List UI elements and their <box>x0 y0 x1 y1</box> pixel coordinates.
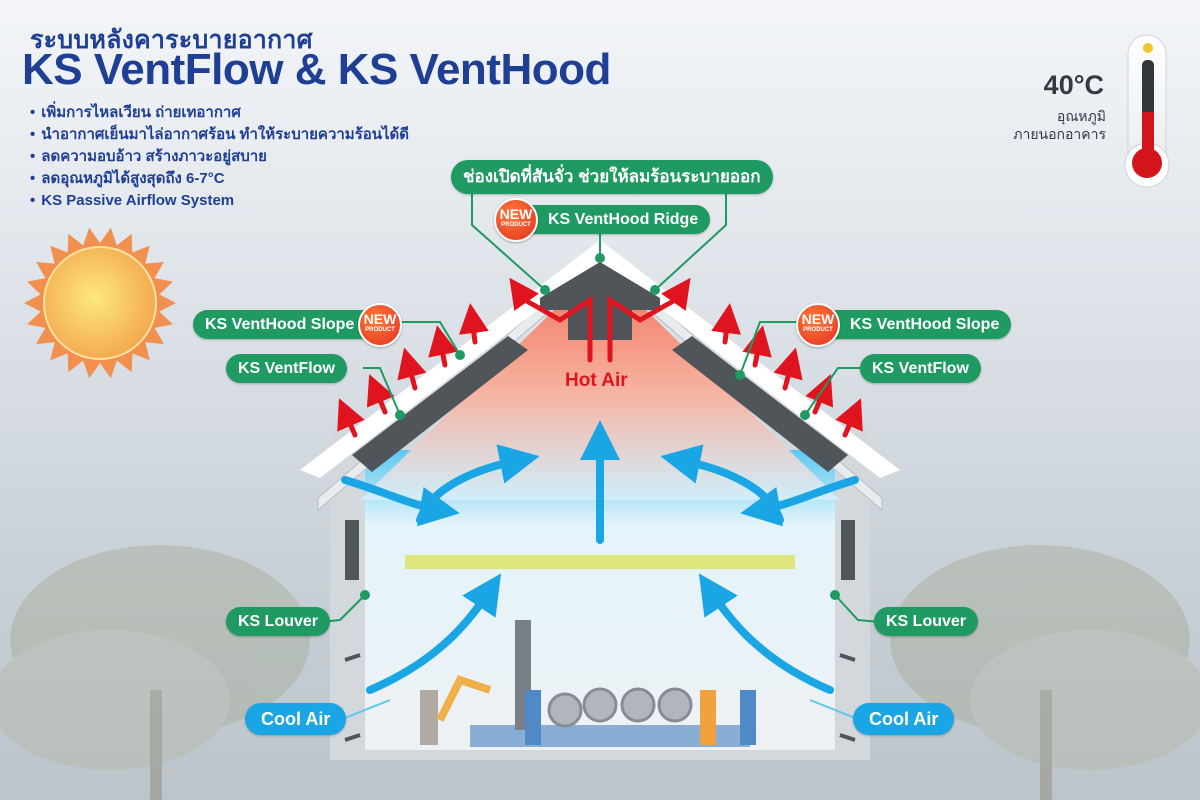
attic-hot-air <box>360 265 840 500</box>
hot-air-arrow <box>711 303 742 345</box>
hot-air-arrow <box>337 398 365 438</box>
callout-cool-air-right: Cool Air <box>853 703 955 735</box>
temperature-label-line2: ภายนอกอาคาร <box>1013 126 1106 142</box>
new-product-badge: NEW PRODUCT <box>494 198 538 242</box>
new-product-badge: NEW PRODUCT <box>796 303 840 347</box>
leader-dots <box>360 253 840 600</box>
badge-new-text: NEW <box>363 311 397 327</box>
tree-right <box>890 545 1200 800</box>
hot-air-arrow <box>835 398 863 438</box>
callout-venthood-ridge: KS VentHood Ridge <box>508 205 711 234</box>
badge-new-text: NEW <box>801 311 835 327</box>
outside-temperature: 40°C <box>1043 70 1104 100</box>
hot-air-arrow <box>509 277 593 363</box>
callout-ventflow-right: KS VentFlow <box>860 354 981 383</box>
feature-item: ลดอุณหภูมิได้สูงสุดถึง 6-7°C <box>30 168 409 190</box>
temperature-label-line1: อุณหภูมิ <box>1056 108 1106 124</box>
callout-ventflow-left: KS VentFlow <box>226 354 347 383</box>
callout-ridge-opening: ช่องเปิดที่สันจั่ว ช่วยให้ลมร้อนระบายออก <box>451 160 773 194</box>
cool-air-arrow <box>660 444 784 524</box>
foundation <box>330 760 870 800</box>
hot-air-arrow <box>428 325 458 368</box>
hot-air-arrow <box>607 277 691 363</box>
feature-item: KS Passive Airflow System <box>30 190 409 212</box>
hot-air-label: Hot Air <box>565 370 628 391</box>
temperature-label: อุณหภูมิ ภายนอกอาคาร <box>1013 107 1106 143</box>
feature-item: ลดความอบอ้าว สร้างภาวะอยู่สบาย <box>30 146 409 168</box>
new-product-badge: NEW PRODUCT <box>358 303 402 347</box>
badge-product-text: PRODUCT <box>501 222 531 228</box>
sun-icon <box>24 227 176 379</box>
badge-product-text: PRODUCT <box>365 327 395 333</box>
callout-louver-right: KS Louver <box>874 607 979 636</box>
page-title: KS VentFlow & KS VentHood <box>22 45 611 94</box>
hot-air-arrow <box>773 347 803 391</box>
feature-item: เพิ่มการไหลเวียน ถ่ายเทอากาศ <box>30 102 409 124</box>
feature-list: เพิ่มการไหลเวียน ถ่ายเทอากาศ นำอากาศเย็น… <box>30 102 409 212</box>
cool-air-arrow <box>698 573 834 694</box>
cool-air-arrows <box>341 420 859 694</box>
cool-air-arrow <box>416 444 540 524</box>
callout-cool-air-left: Cool Air <box>245 703 347 735</box>
ventflow-left <box>352 336 528 472</box>
hot-air-arrow <box>742 325 772 368</box>
hot-air-arrow <box>805 374 834 415</box>
ceiling-strip <box>405 555 795 569</box>
page-subtitle: ระบบหลังคาระบายอากาศ <box>30 26 313 54</box>
venthood-ridge <box>540 262 660 310</box>
callout-venthood-slope-right: KS VentHood Slope <box>812 310 1012 339</box>
hot-air-arrows <box>337 277 863 438</box>
callout-louver-left: KS Louver <box>226 607 331 636</box>
factory-scene <box>420 620 756 747</box>
louver-left <box>345 520 359 580</box>
louver-right <box>841 520 855 580</box>
feature-item: นำอากาศเย็นมาไล่อากาศร้อน ทำให้ระบายความ… <box>30 124 409 146</box>
cool-air-arrow <box>366 573 502 694</box>
badge-product-text: PRODUCT <box>803 327 833 333</box>
ventflow-right <box>672 336 848 472</box>
thermometer-icon <box>1124 34 1170 188</box>
badge-new-text: NEW <box>499 206 533 222</box>
hot-air-arrow <box>366 374 395 415</box>
hot-air-arrow <box>458 303 489 345</box>
hot-air-arrow <box>397 347 427 391</box>
tree-left <box>0 545 310 800</box>
